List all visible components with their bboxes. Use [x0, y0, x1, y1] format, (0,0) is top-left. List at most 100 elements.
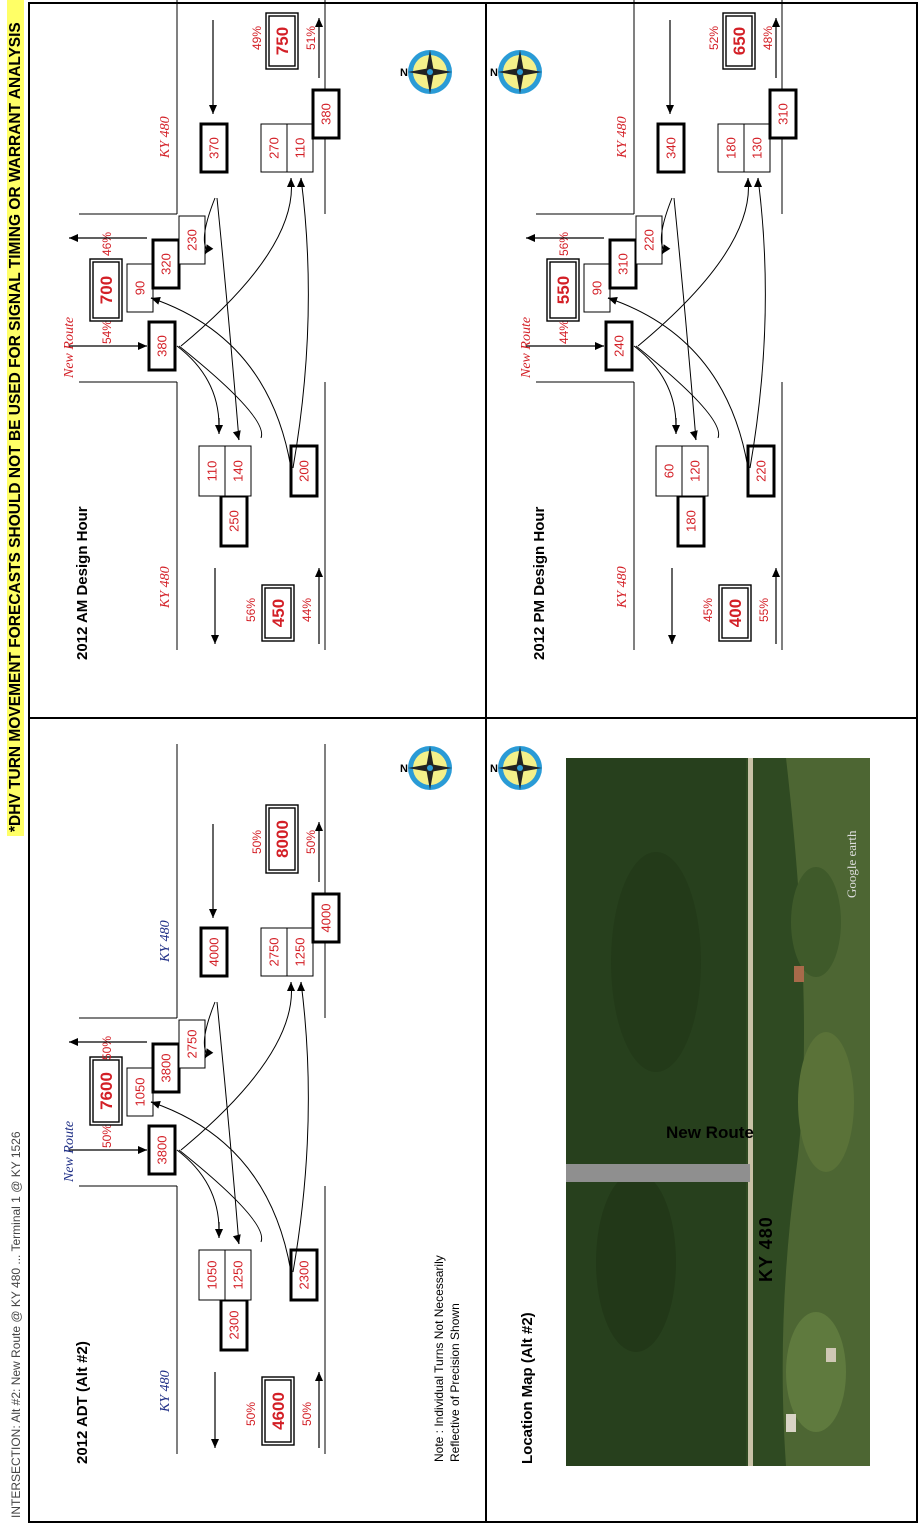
map-label-ky480: KY 480: [756, 1216, 776, 1282]
curve-n-to-w-top: [178, 345, 263, 439]
east-total-value: 750: [273, 27, 292, 55]
curve-w-to-e-bot: [292, 177, 309, 469]
west-in-arrow-head: [315, 1372, 323, 1381]
compass-icon-pm: N: [490, 50, 542, 94]
curve-head-2-head: [287, 982, 295, 991]
road-label-west: KY 480: [615, 566, 630, 609]
east-out-box: 310: [768, 88, 798, 140]
north-right-box: 230: [178, 215, 206, 265]
north-left-in-box: 3800: [147, 1124, 177, 1176]
north-right-value: 2750: [185, 1030, 200, 1059]
curve-e-to-n-right: [660, 197, 673, 251]
north-total-box: 550: [546, 258, 580, 322]
north-lefts-value: 90: [590, 281, 605, 295]
west-total-box: 400: [718, 584, 752, 642]
north-out-pct: 50%: [100, 1036, 114, 1060]
east-out-arrow-head: [315, 822, 323, 831]
west-in-pct: 50%: [300, 1402, 314, 1426]
curve-head-5-head: [151, 297, 161, 305]
map-label-new-route-text: New Route: [666, 1123, 754, 1142]
map-label-new-route: New Route: [666, 1123, 754, 1142]
west-total-value: 400: [726, 599, 745, 627]
curve-head-1-head: [672, 425, 680, 434]
curve-head-5-head: [608, 297, 618, 305]
east-top-value: 2750: [267, 938, 282, 967]
east-bot-box: 130: [743, 123, 771, 173]
warning-text: *DHV TURN MOVEMENT FORECASTS SHOULD NOT …: [7, 22, 24, 832]
ky480-road: [748, 758, 753, 1466]
north-right-box: 220: [635, 215, 663, 265]
curve-e-to-w-mid: [216, 1001, 240, 1245]
west-in-box: 220: [746, 444, 776, 498]
north-in-arrow-head: [595, 342, 604, 350]
east-out-pct: 48%: [761, 26, 775, 50]
north-right-value: 230: [185, 229, 200, 251]
north-out-pct: 56%: [557, 232, 571, 256]
west-in-pct: 44%: [300, 598, 314, 622]
west-out-value: 180: [684, 510, 699, 532]
west-in-pct: 55%: [757, 598, 771, 622]
panel-title: 2012 AM Design Hour: [74, 506, 91, 660]
north-out-box: 3800: [151, 1042, 181, 1094]
curve-head-6-head: [754, 178, 762, 187]
north-out-value: 310: [616, 253, 631, 275]
panel-title: 2012 PM Design Hour: [531, 506, 548, 660]
compass-icon-map: N: [490, 746, 542, 790]
east-out-value: 380: [319, 103, 334, 125]
compass-icon-am: N: [400, 50, 452, 94]
east-out-arrow-head: [772, 18, 780, 27]
road-label-east: KY 480: [615, 116, 630, 159]
curve-e-to-n-right: [203, 1001, 216, 1055]
north-out-arrow-head: [69, 1038, 78, 1046]
north-left-in-value: 3800: [155, 1136, 170, 1165]
curve-n-to-e-top: [180, 981, 293, 1151]
north-right-box: 2750: [178, 1019, 206, 1069]
east-top-value: 270: [267, 137, 282, 159]
east-in-box: 340: [656, 122, 686, 174]
road-label-north: New Route: [519, 317, 534, 379]
east-top-box: 2750: [260, 927, 288, 977]
west-top-box: 1050: [198, 1249, 226, 1301]
north-right-value: 220: [642, 229, 657, 251]
header-left: INTERSECTION: Alt #2: New Route @ KY 480…: [9, 1131, 23, 1518]
curve-w-to-e-bot: [749, 177, 766, 469]
curve-e-to-w-mid: [673, 197, 697, 441]
north-in-arrow-head: [138, 1146, 147, 1154]
north-total-value: 700: [97, 276, 116, 304]
west-in-value: 220: [754, 460, 769, 482]
east-in-arrow-head: [209, 105, 217, 114]
north-left-in-value: 240: [612, 335, 627, 357]
west-total-value: 4600: [269, 1392, 288, 1430]
north-out-arrow-head: [69, 234, 78, 242]
curve-e-to-w-mid: [216, 197, 240, 441]
compass-icon-pm-letter: N: [490, 67, 498, 79]
west-out-value: 250: [227, 510, 242, 532]
west-out-arrow-head: [211, 635, 219, 644]
note-line-1: Note : Individual Turns Not Necessarily: [432, 1255, 446, 1462]
west-top-value: 1050: [205, 1261, 220, 1290]
north-in-pct: 54%: [100, 320, 114, 344]
east-in-pct: 52%: [707, 26, 721, 50]
east-in-pct: 49%: [250, 26, 264, 50]
road-label-east: KY 480: [158, 920, 173, 963]
west-mid-value: 140: [231, 460, 246, 482]
north-out-value: 3800: [159, 1054, 174, 1083]
curve-head-1-head: [215, 425, 223, 434]
west-in-box: 2300: [289, 1248, 319, 1302]
curve-head-4-head: [232, 1234, 241, 1244]
west-out-box: 2300: [219, 1298, 249, 1352]
curve-head-5-head: [151, 1101, 161, 1109]
east-out-value: 310: [776, 103, 791, 125]
east-top-box: 270: [260, 123, 288, 173]
west-top-box: 110: [198, 445, 226, 497]
curve-n-to-e-top: [637, 177, 750, 347]
north-out-value: 320: [159, 253, 174, 275]
east-total-box: 8000: [265, 804, 299, 874]
curve-head-6-head: [297, 178, 305, 187]
east-in-arrow-head: [666, 105, 674, 114]
curve-n-to-w-top: [178, 1149, 263, 1243]
west-mid-value: 120: [688, 460, 703, 482]
west-top-value: 110: [205, 461, 220, 482]
